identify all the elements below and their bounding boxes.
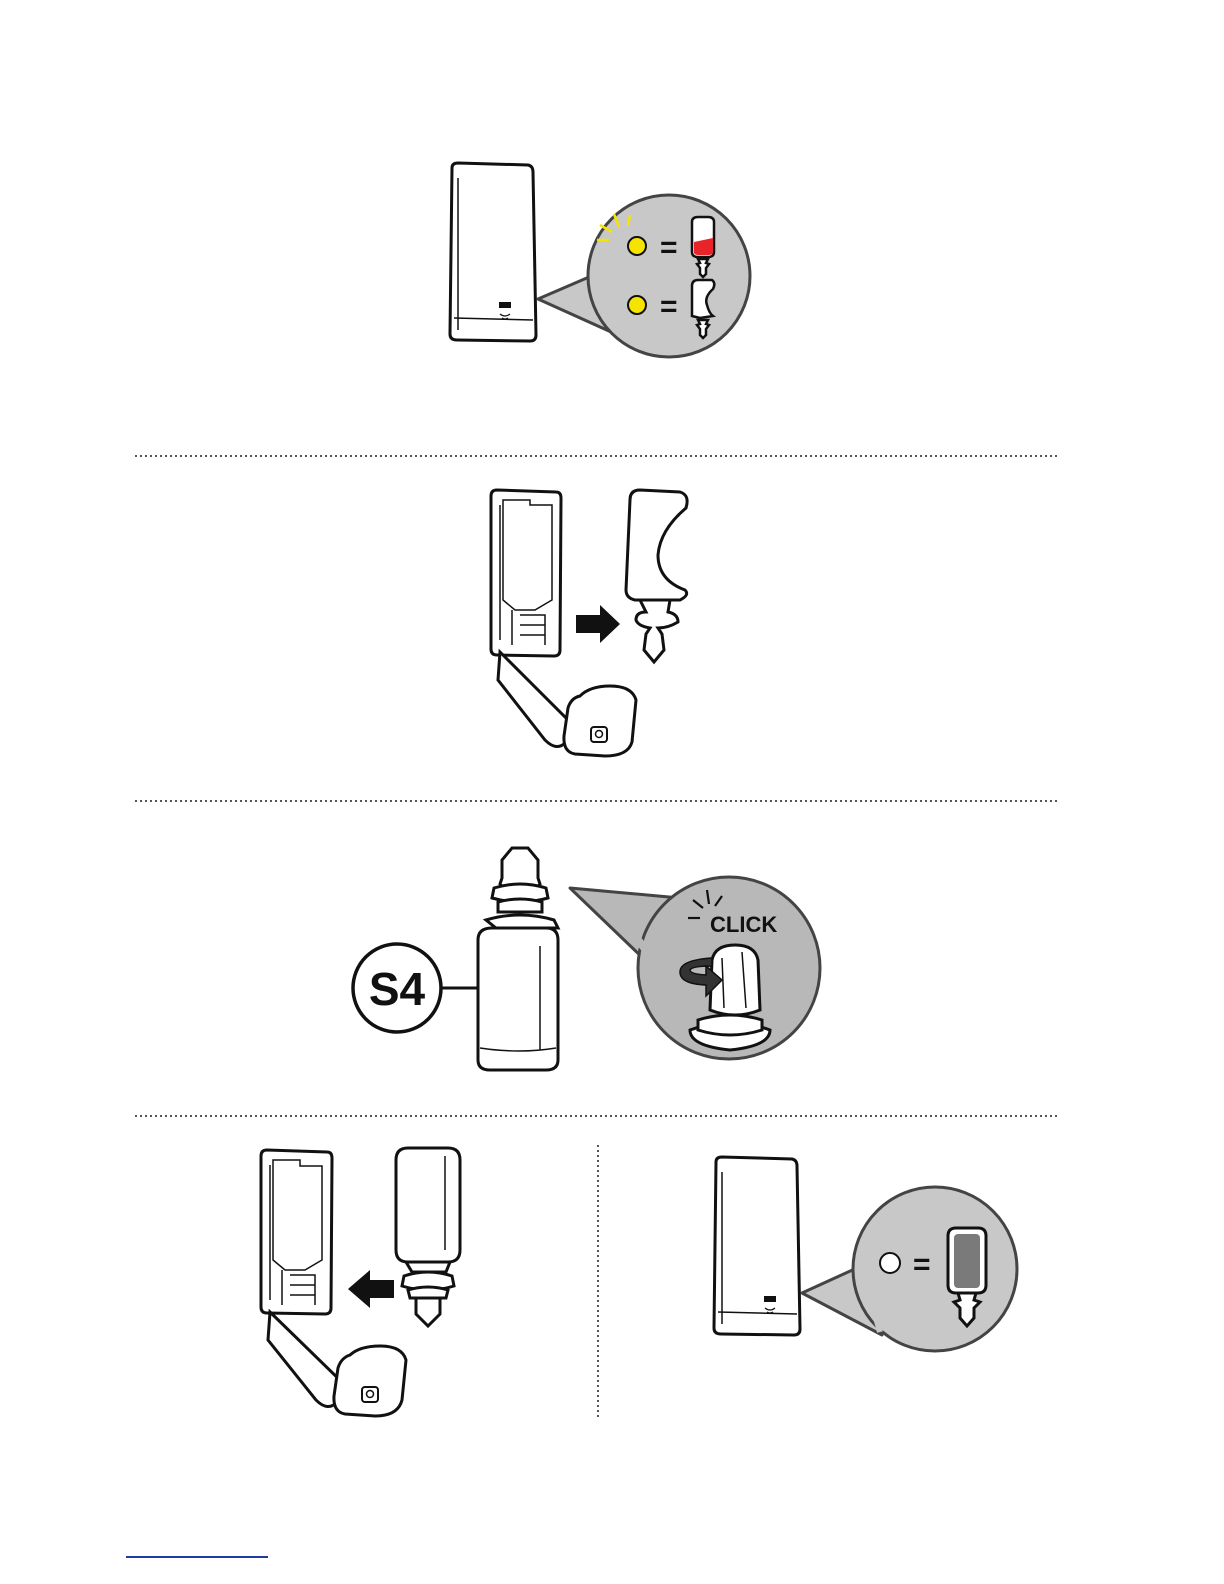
equals-sign: = — [660, 290, 678, 323]
dispenser-icon — [450, 163, 536, 341]
zoom-callout: = — [802, 1187, 1017, 1351]
empty-bottle-icon — [626, 490, 687, 662]
step-5-status-full: = — [714, 1157, 1017, 1351]
zoom-callout — [538, 195, 750, 357]
step-4-insert-new-bottle — [261, 1148, 460, 1416]
click-label: CLICK — [710, 912, 777, 937]
dispenser-icon — [714, 1157, 800, 1335]
bottle-icon — [478, 848, 558, 1070]
step-1-status-indicator: = = — [450, 163, 750, 357]
bottle-icon — [396, 1148, 460, 1326]
equals-sign: = — [913, 1248, 931, 1281]
arrow-right-icon — [576, 605, 620, 643]
step-3-prepare-new-bottle: S4 CLICK — [353, 848, 820, 1070]
step-2-remove-empty-bottle — [491, 490, 687, 756]
led-icon — [628, 237, 646, 255]
led-icon — [628, 296, 646, 314]
arrow-left-icon — [348, 1270, 394, 1308]
led-off-icon — [880, 1253, 900, 1273]
product-badge: S4 — [353, 944, 478, 1032]
equals-sign: = — [660, 231, 678, 264]
zoom-callout: CLICK — [570, 877, 820, 1059]
badge-text: S4 — [369, 963, 426, 1015]
